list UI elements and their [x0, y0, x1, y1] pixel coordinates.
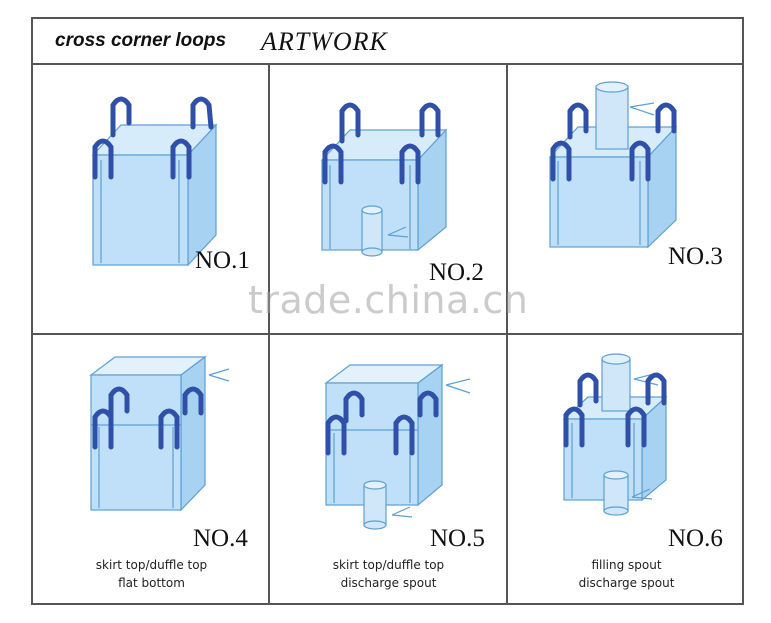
bag-illustration-no5: [324, 363, 471, 530]
grid-divider: [33, 333, 742, 335]
caption-line: discharge spout: [578, 576, 675, 590]
panel-label: NO.5: [430, 525, 485, 552]
panel-no5: NO.5 skirt top/duffle top discharge spou…: [270, 335, 507, 605]
caption-line: filling spout: [591, 558, 662, 572]
panel-no2: NO.2: [270, 65, 507, 335]
watermark: trade.china.cn: [248, 278, 529, 322]
panel-no1: NO.1: [33, 65, 270, 335]
bag-illustration-no2: [320, 102, 448, 257]
panel-label: NO.4: [193, 525, 248, 552]
panel-no3: NO.3: [508, 65, 745, 335]
artwork-sheet: cross corner loops ARTWORK: [31, 17, 744, 605]
caption-line: flat bottom: [118, 576, 185, 590]
bag-illustration-no4: [89, 355, 230, 512]
panel-label: NO.1: [195, 247, 250, 274]
panel-label: NO.3: [668, 243, 723, 270]
caption-line: skirt top/duffle top: [332, 558, 445, 572]
panel-label: NO.2: [429, 259, 484, 286]
panel-no6: NO.6 filling spout discharge spout: [508, 335, 745, 605]
caption-line: skirt top/duffle top: [95, 558, 208, 572]
panel-grid: NO.1: [33, 65, 742, 605]
panel-caption: filling spout discharge spout: [508, 556, 745, 592]
panel-caption: skirt top/duffle top flat bottom: [33, 556, 270, 592]
panel-label: NO.6: [668, 525, 723, 552]
panel-caption: skirt top/duffle top discharge spout: [270, 556, 507, 592]
header-subtitle: cross corner loops: [55, 30, 227, 51]
sheet-header: cross corner loops ARTWORK: [33, 19, 742, 65]
caption-line: discharge spout: [340, 576, 437, 590]
bag-illustration-no3: [548, 81, 678, 249]
panel-no4: NO.4 skirt top/duffle top flat bottom: [33, 335, 270, 605]
bag-illustration-no6: [562, 353, 668, 516]
bag-illustration-no1: [91, 96, 218, 267]
header-title: ARTWORK: [261, 27, 388, 56]
grid-divider: [506, 65, 508, 605]
grid-divider: [268, 65, 270, 605]
